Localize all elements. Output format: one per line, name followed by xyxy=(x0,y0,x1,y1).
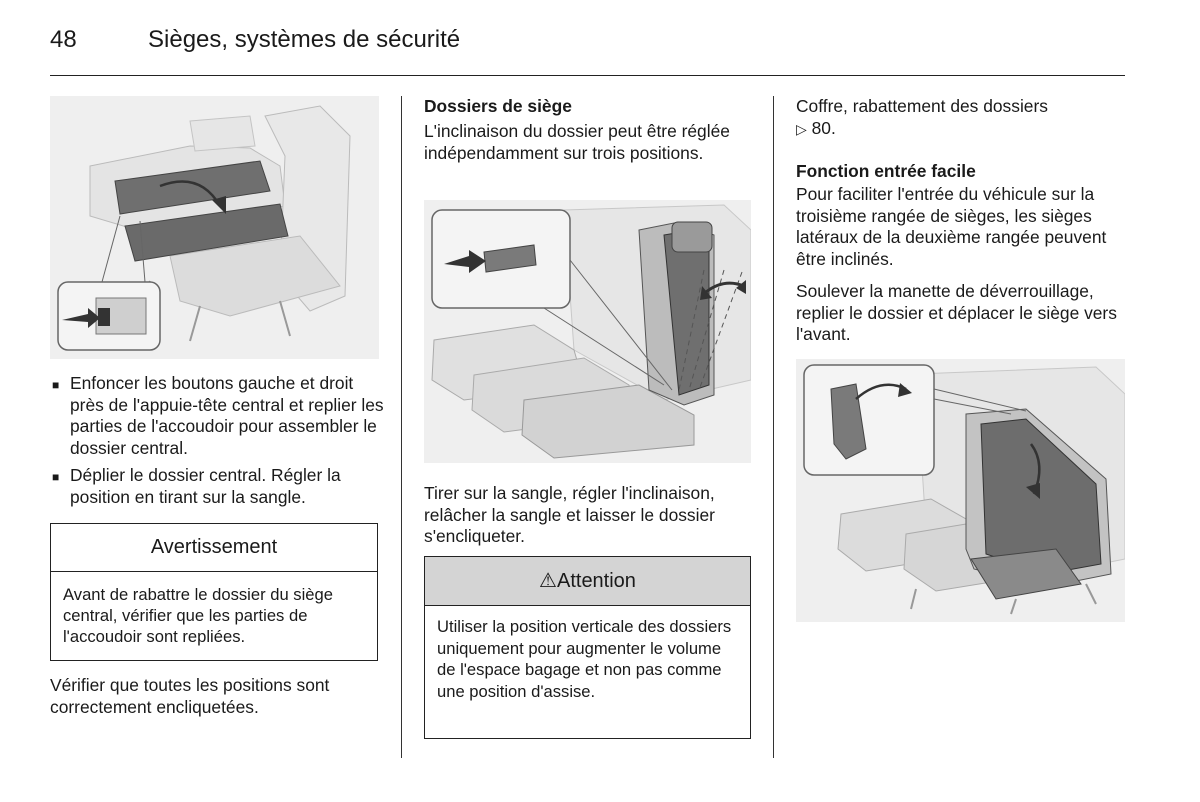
easy-entry-steps: Soulever la manette de déverrouillage, r… xyxy=(796,281,1117,344)
instruction-list: ■ Enfoncer les boutons gauche et droit p… xyxy=(52,373,384,508)
armrest-fold-illustration xyxy=(50,96,379,359)
armrest-fold-drawing xyxy=(50,96,379,359)
list-item-text: Enfoncer les boutons gauche et droit prè… xyxy=(70,373,384,458)
warning-triangle-icon: ⚠ xyxy=(539,570,557,592)
cross-reference-text: Coffre, rabattement des dossiers xyxy=(796,96,1048,116)
section-heading: Fonction entrée facile xyxy=(796,161,976,181)
easy-entry-drawing xyxy=(796,359,1125,622)
closing-paragraph: Vérifier que toutes les positions sont c… xyxy=(50,675,330,717)
warning-text: Avant de rabattre le dossier du siège ce… xyxy=(63,585,333,646)
header-divider xyxy=(50,75,1125,76)
procedure-paragraph: Tirer sur la sangle, régler l'inclinaiso… xyxy=(424,483,715,546)
list-item: ■ Déplier le dossier central. Régler la … xyxy=(52,465,384,508)
intro-paragraph: L'inclinaison du dossier peut être réglé… xyxy=(424,121,730,163)
column-divider xyxy=(401,96,402,758)
backrest-recline-illustration xyxy=(424,200,751,463)
easy-entry-illustration xyxy=(796,359,1125,622)
easy-entry-paragraph: Pour faciliter l'entrée du véhicule sur … xyxy=(796,184,1107,269)
list-item-text: Déplier le dossier central. Régler la po… xyxy=(70,465,341,507)
page-reference-icon: ▷ xyxy=(796,120,807,137)
backrest-recline-drawing xyxy=(424,200,751,463)
attention-text: Utiliser la position verticale des dossi… xyxy=(437,617,732,701)
page-reference: 80. xyxy=(811,117,836,138)
section-heading: Dossiers de siège xyxy=(424,96,572,116)
bullet-icon: ■ xyxy=(52,378,60,392)
page-number: 48 xyxy=(50,26,77,53)
list-item: ■ Enfoncer les boutons gauche et droit p… xyxy=(52,373,384,459)
bullet-icon: ■ xyxy=(52,470,60,484)
attention-header: ⚠Attention xyxy=(425,557,750,606)
cross-reference: Coffre, rabattement des dossiers ▷ 80. xyxy=(796,96,1126,140)
warning-title: Avertissement xyxy=(51,524,377,572)
warning-box: Avertissement Avant de rabattre le dossi… xyxy=(50,523,378,661)
page-title: Sièges, systèmes de sécurité xyxy=(148,26,461,53)
attention-box: ⚠Attention Utiliser la position vertical… xyxy=(424,556,751,739)
column-divider xyxy=(773,96,774,758)
attention-title: Attention xyxy=(556,570,636,592)
